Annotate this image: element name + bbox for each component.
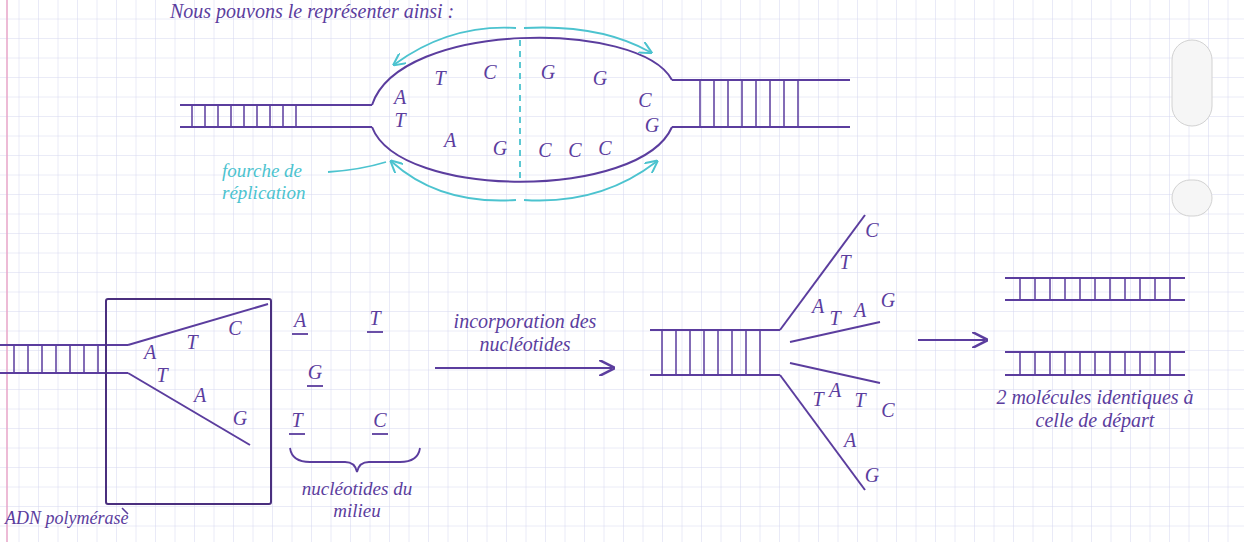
base-letter: A xyxy=(444,130,456,150)
process-arrow xyxy=(435,367,612,369)
base-letter: C xyxy=(373,410,386,430)
base-letter: G xyxy=(593,68,607,88)
base-letter: C xyxy=(598,138,611,158)
base-letter: T xyxy=(369,308,380,328)
base-letter: G xyxy=(645,115,659,135)
base-letter: C xyxy=(881,400,894,420)
result-arrow xyxy=(918,339,985,341)
annotation: incorporation des nucléotides xyxy=(428,310,622,356)
binder-hole xyxy=(1172,40,1212,126)
base-letter: T xyxy=(156,365,167,385)
base-letter: T xyxy=(829,308,840,328)
annotation: 2 molécules identiques à celle de départ xyxy=(995,386,1195,432)
base-letter: A xyxy=(144,342,156,362)
base-letter: C xyxy=(538,140,551,160)
replicating-fork xyxy=(650,215,880,490)
fork-arrows xyxy=(328,28,656,201)
annotation: Nous pouvons le représenter ainsi : xyxy=(170,0,454,23)
nucleotide-underlines xyxy=(289,332,420,472)
base-letter: T xyxy=(186,332,197,352)
base-letter: A xyxy=(812,296,824,316)
base-letter: G xyxy=(881,290,895,310)
base-letter: T xyxy=(812,389,823,409)
daughter-molecules xyxy=(1005,278,1185,375)
base-letter: G xyxy=(233,408,247,428)
base-letter: T xyxy=(839,252,850,272)
base-letter: T xyxy=(394,110,405,130)
base-letter: A xyxy=(844,430,856,450)
base-letter: C xyxy=(228,318,241,338)
base-letter: T xyxy=(854,390,865,410)
binder-hole xyxy=(1172,180,1212,216)
polymerase-box: ADN polymérase xyxy=(105,298,272,505)
base-letter: A xyxy=(194,385,206,405)
polymerase-fork xyxy=(0,304,268,514)
base-letter: G xyxy=(308,362,322,382)
annotation: nucléotides du milieu xyxy=(282,478,432,522)
base-letter: G xyxy=(541,62,555,82)
base-letter: A xyxy=(829,380,841,400)
base-letter: T xyxy=(434,68,445,88)
margin-line xyxy=(6,0,8,542)
base-letter: C xyxy=(568,140,581,160)
base-letter: C xyxy=(483,62,496,82)
base-letter: A xyxy=(294,310,306,330)
base-letter: G xyxy=(865,465,879,485)
base-letter: T xyxy=(291,410,302,430)
base-letter: A xyxy=(394,87,406,107)
base-letter: G xyxy=(493,138,507,158)
base-letter: A xyxy=(854,300,866,320)
base-letter: C xyxy=(865,220,878,240)
base-letter: C xyxy=(638,90,651,110)
annotation: fourche de réplication xyxy=(222,160,342,204)
brace xyxy=(290,448,420,472)
node-label: ADN polymérase xyxy=(5,509,128,529)
